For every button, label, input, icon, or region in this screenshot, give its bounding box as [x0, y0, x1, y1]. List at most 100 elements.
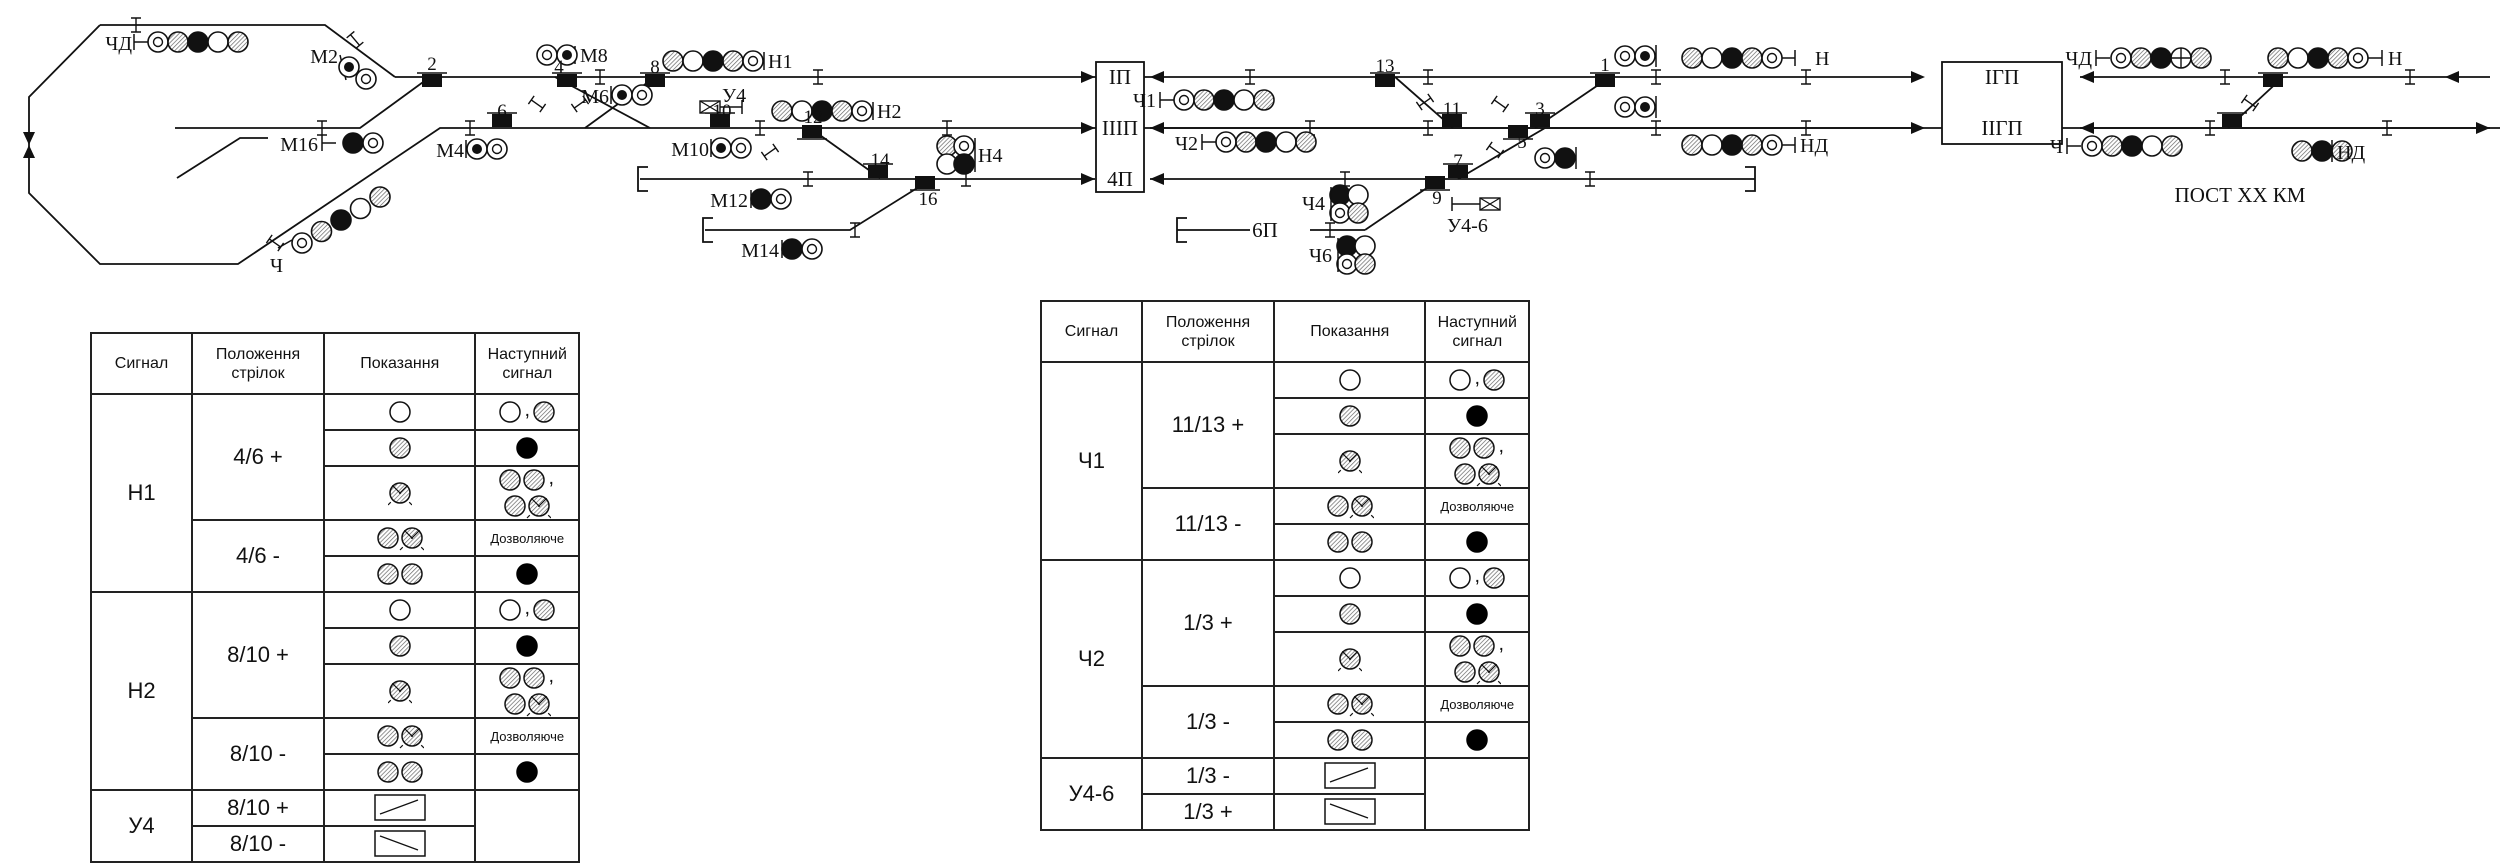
track-segment [175, 76, 431, 129]
green-lamp-icon [388, 597, 412, 623]
lamp-inner [735, 142, 747, 154]
insulating-joint [595, 69, 605, 85]
green-lamp-icon [1233, 89, 1255, 111]
table-row: , [91, 465, 580, 521]
red-lamp-icon [2307, 47, 2329, 69]
insulating-joint [570, 95, 590, 113]
green-lamp-icon [207, 31, 229, 53]
yellow-lamp-icon [388, 435, 412, 461]
header-position: Положення стрілок [1141, 300, 1275, 363]
green-lamp-icon [1701, 134, 1723, 156]
lamp-inner [491, 143, 503, 155]
signal-chd [147, 31, 249, 53]
switch-position-cell: 8/10 - [191, 717, 325, 791]
insulating-joint [1423, 69, 1433, 85]
red-lamp-icon [1255, 131, 1277, 153]
insulating-joint [1651, 69, 1661, 85]
indication-cell [322, 717, 477, 755]
yellow-yellow-lamp-icon [498, 665, 546, 691]
green-lamp-icon [682, 50, 704, 72]
signal-ch2 [1215, 131, 1317, 153]
signal-ch [277, 186, 391, 254]
yellow-lamp-icon [1354, 253, 1376, 275]
green-lamp-icon [1448, 565, 1472, 591]
indication-cell [1272, 721, 1427, 759]
signal-m8 [536, 44, 578, 66]
yellow-lamp-icon [1347, 202, 1369, 224]
dead-end-bracket [637, 166, 648, 192]
red-lamp-icon [1465, 529, 1489, 555]
signal-mast [2368, 50, 2383, 66]
table-row [1041, 523, 1530, 561]
red-lamp-icon [1554, 147, 1576, 169]
lamp-inner [472, 144, 482, 154]
switch-point-icon [557, 74, 577, 87]
track-gap [1095, 61, 1145, 193]
red-lamp-icon [330, 209, 352, 231]
yellow-lamp-icon [310, 220, 333, 243]
indication-cell [1272, 595, 1427, 633]
yellow-lamp-icon [2101, 135, 2123, 157]
insulating-joint [346, 30, 364, 50]
table-row [1041, 595, 1530, 633]
lamp-inner [856, 105, 868, 117]
indication-cell [1272, 433, 1427, 489]
yellow-lamp-icon [388, 633, 412, 659]
route-indicator-up-icon [373, 794, 426, 822]
signal-cell: Ч2 [1040, 559, 1143, 759]
switch-position-cell: 11/13 + [1141, 361, 1275, 489]
yellow-lamp-icon [2130, 47, 2152, 69]
switch-number: 9 [1432, 188, 1442, 209]
signal-post-n [2267, 47, 2369, 69]
signal-name: У4-6 [1447, 215, 1488, 237]
green-lamp-icon [1354, 235, 1376, 257]
yellow-lamp-icon [2291, 140, 2313, 162]
separator: , [524, 399, 531, 422]
lamp-inner [806, 243, 818, 255]
red-lamp-icon [1213, 89, 1235, 111]
lamp-inner [1220, 136, 1232, 148]
indication-cell [1272, 397, 1427, 435]
signal-name: М10 [671, 139, 709, 161]
next-signal-permissive: Дозволяюче [1424, 685, 1530, 723]
yellow-yellow-flashing-lamp-icon [1326, 493, 1374, 519]
switch-position-cell: 11/13 - [1141, 487, 1275, 561]
switch-number: 8 [650, 57, 660, 78]
signal-mast [720, 100, 743, 114]
signal-m12 [750, 188, 792, 210]
indication-cell [322, 465, 477, 521]
green-lamp-icon [1275, 131, 1297, 153]
lamp-inner [1766, 52, 1778, 64]
route-indicator-down-icon [1323, 798, 1376, 826]
indication-cell [1272, 523, 1427, 561]
yellow-flashing-lamp-icon [1337, 448, 1362, 474]
track-label-3p: IIIП [1102, 116, 1138, 140]
next-signal-cell: , [1424, 361, 1530, 399]
yellow-yellow-flashing-lamp-icon [1326, 691, 1374, 717]
header-indication: Показання [322, 332, 477, 395]
insulating-joint [760, 143, 780, 161]
signal-name: М2 [310, 46, 338, 68]
next-signal-cell [1424, 721, 1530, 759]
next-signal-cell: , [474, 465, 580, 521]
green-lamp-icon [1338, 565, 1362, 591]
direction-arrow-icon [1150, 122, 1164, 134]
switch-number: 10 [713, 101, 732, 122]
indication-cell [322, 663, 477, 719]
yellow-lamp-icon [2327, 47, 2349, 69]
lamp-inner [1334, 207, 1346, 219]
signal-name: У4 [722, 85, 746, 107]
yellow-lamp-icon [1338, 403, 1362, 429]
signal-name: Н2 [877, 101, 901, 123]
dead-end-bracket [702, 217, 713, 243]
red-lamp-icon [953, 153, 975, 175]
signal-mast [1451, 197, 1480, 211]
switch-point-icon [802, 125, 822, 138]
insulating-joint [2405, 69, 2415, 85]
signal-n-right [1681, 47, 1783, 69]
lamp-inner [2352, 52, 2364, 64]
switch-number: 4 [554, 57, 564, 78]
signal-name: Ч4 [1302, 193, 1325, 215]
